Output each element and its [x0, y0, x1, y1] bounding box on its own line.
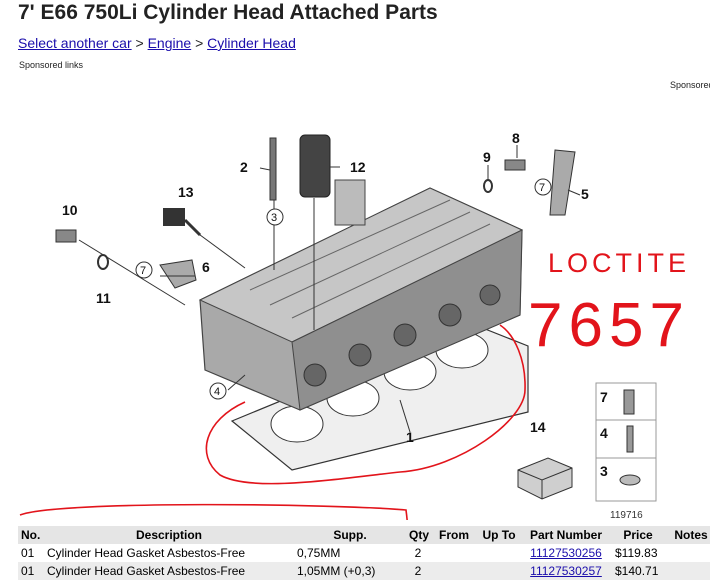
parts-table: No. Description Supp. Qty From Up To Par…: [18, 526, 710, 580]
fastener-legend: 7 4 3 119716: [595, 382, 657, 520]
callout-2: 2: [240, 159, 248, 175]
col-header-qty: Qty: [406, 526, 430, 544]
callout-5: 5: [581, 186, 589, 202]
col-header-price: Price: [612, 526, 664, 544]
sponsored-links-label: Sponsored links: [19, 60, 84, 70]
table-row: 01 Cylinder Head Gasket Asbestos-Free 1,…: [18, 562, 710, 580]
breadcrumb-link-engine[interactable]: Engine: [147, 35, 192, 51]
cell-notes: [664, 544, 710, 562]
cell-no: 01: [21, 546, 35, 560]
callout-circle-4: 4: [214, 386, 220, 398]
callout-circle-7b: 7: [539, 182, 545, 194]
sponsored-links-label-right: Sponsored links: [670, 80, 710, 90]
callout-11: 11: [96, 290, 111, 306]
breadcrumb-separator: >: [135, 35, 144, 51]
cell-no: 01: [18, 562, 44, 580]
col-header-description: Description: [44, 526, 294, 544]
cell-price: $140.71: [612, 562, 664, 580]
diagram-id: 119716: [610, 510, 643, 520]
cell-qty: 2: [406, 562, 430, 580]
cell-description: Cylinder Head Gasket Asbestos-Free: [47, 546, 246, 560]
page-title: 7' E66 750Li Cylinder Head Attached Part…: [18, 1, 438, 24]
callout-10: 10: [62, 202, 78, 218]
table-header-row: No. Description Supp. Qty From Up To Par…: [18, 526, 710, 544]
part-14-block: [517, 457, 573, 500]
col-header-notes: Notes: [664, 526, 710, 544]
cell-from: [430, 562, 478, 580]
cell-from: [430, 544, 478, 562]
cell-qty: 2: [414, 546, 422, 560]
cell-description: Cylinder Head Gasket Asbestos-Free: [44, 562, 294, 580]
cell-supp: 0,75MM: [297, 546, 341, 560]
breadcrumb-separator: >: [195, 35, 204, 51]
cell-supp: 1,05MM (+0,3): [294, 562, 406, 580]
cell-upto: [478, 544, 520, 562]
callout-9: 9: [483, 149, 491, 165]
legend-item-7: 7: [600, 389, 608, 405]
breadcrumb: Select another car > Engine > Cylinder H…: [18, 35, 296, 51]
callout-12: 12: [350, 159, 366, 175]
cylinder-head: [198, 134, 524, 411]
callout-circle-7: 7: [140, 265, 146, 277]
legend-item-3: 3: [600, 463, 608, 479]
col-header-no: No.: [18, 526, 44, 544]
callout-1: 1: [406, 429, 414, 445]
cell-price: $119.83: [615, 546, 658, 560]
circled-callouts: 3 7 4 7: [135, 178, 552, 400]
cell-upto: [478, 562, 520, 580]
col-header-upto: Up To: [478, 526, 520, 544]
red-annotations: [19, 324, 526, 520]
part-number-link[interactable]: 11127530257: [530, 564, 602, 578]
callout-14: 14: [530, 419, 546, 435]
annotation-number: 7657: [528, 291, 690, 360]
callout-6: 6: [202, 259, 210, 275]
callout-8: 8: [512, 130, 520, 146]
col-header-from: From: [430, 526, 478, 544]
annotation-loctite: LOCTITE: [548, 248, 690, 278]
col-header-supp: Supp.: [294, 526, 406, 544]
breadcrumb-link-select-car[interactable]: Select another car: [18, 35, 132, 51]
small-parts: [55, 149, 576, 289]
callout-labels: 2 12 13 10 11 6 1 5 8 9 14: [62, 130, 589, 445]
breadcrumb-link-cylinder-head[interactable]: Cylinder Head: [207, 35, 296, 51]
legend-item-4: 4: [600, 425, 608, 441]
part-number-link[interactable]: 11127530256: [530, 546, 602, 560]
callout-13: 13: [178, 184, 194, 200]
cell-notes: [664, 562, 710, 580]
table-row: 01 Cylinder Head Gasket Asbestos-Free 0,…: [18, 544, 710, 562]
callout-lines: [78, 145, 581, 433]
col-header-part-number: Part Number: [520, 526, 612, 544]
callout-circle-3: 3: [271, 212, 277, 224]
parts-diagram: 2 12 13 10 11 6 1 5 8 9 14 3 7 4 7 7: [19, 130, 690, 520]
